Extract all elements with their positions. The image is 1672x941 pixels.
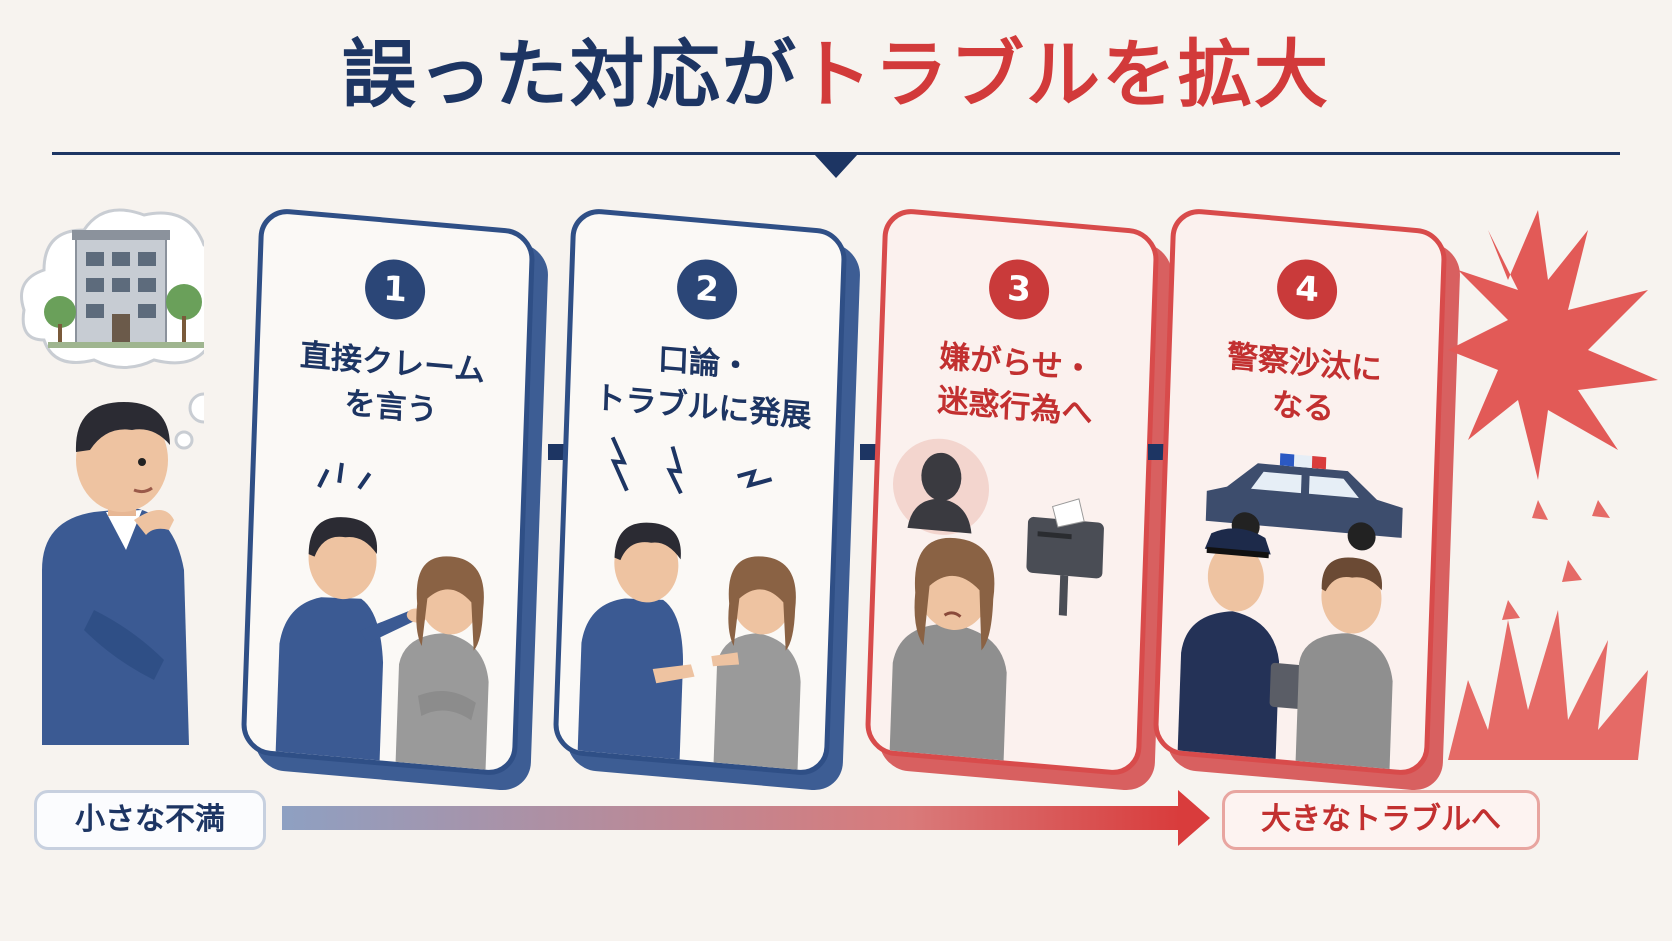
explosion-icon bbox=[1448, 210, 1658, 760]
step-panel-1: 1 直接クレーム を言う bbox=[240, 206, 536, 778]
step-number-badge: 4 bbox=[1276, 256, 1339, 323]
title-part-normal: 誤った対応が bbox=[342, 32, 798, 118]
harassment-illustration bbox=[889, 438, 1104, 763]
escalation-arrow-icon bbox=[1178, 790, 1210, 846]
step-panel-4: 4 警察沙汰に なる bbox=[1152, 206, 1448, 778]
escalation-arrow-bar bbox=[282, 806, 1180, 830]
argument-illustration bbox=[577, 436, 801, 772]
scale-start-label: 小さな不満 bbox=[34, 790, 266, 850]
mailbox-icon bbox=[1026, 498, 1104, 616]
step-number-badge: 1 bbox=[364, 256, 427, 323]
thinking-man-illustration bbox=[20, 208, 204, 745]
confrontation-illustration bbox=[275, 462, 489, 772]
step-panel-3: 3 嫌がらせ・ 迷惑行為へ bbox=[864, 206, 1160, 778]
police-car-icon bbox=[1205, 453, 1403, 551]
title-part-highlight: トラブルを拡大 bbox=[798, 32, 1330, 118]
step-number-badge: 3 bbox=[988, 256, 1051, 323]
police-illustration bbox=[1177, 453, 1403, 771]
title-divider bbox=[52, 152, 1620, 155]
apartment-building-icon bbox=[44, 230, 204, 348]
thinking-man-icon bbox=[42, 402, 189, 745]
lightning-icon bbox=[610, 436, 773, 495]
step-panel-2: 2 口論・ トラブルに発展 bbox=[552, 206, 848, 778]
step-number-badge: 2 bbox=[676, 256, 739, 323]
page-title: 誤った対応がトラブルを拡大 bbox=[0, 38, 1672, 112]
divider-notch-icon bbox=[814, 154, 858, 178]
scale-end-label: 大きなトラブルへ bbox=[1222, 790, 1540, 850]
